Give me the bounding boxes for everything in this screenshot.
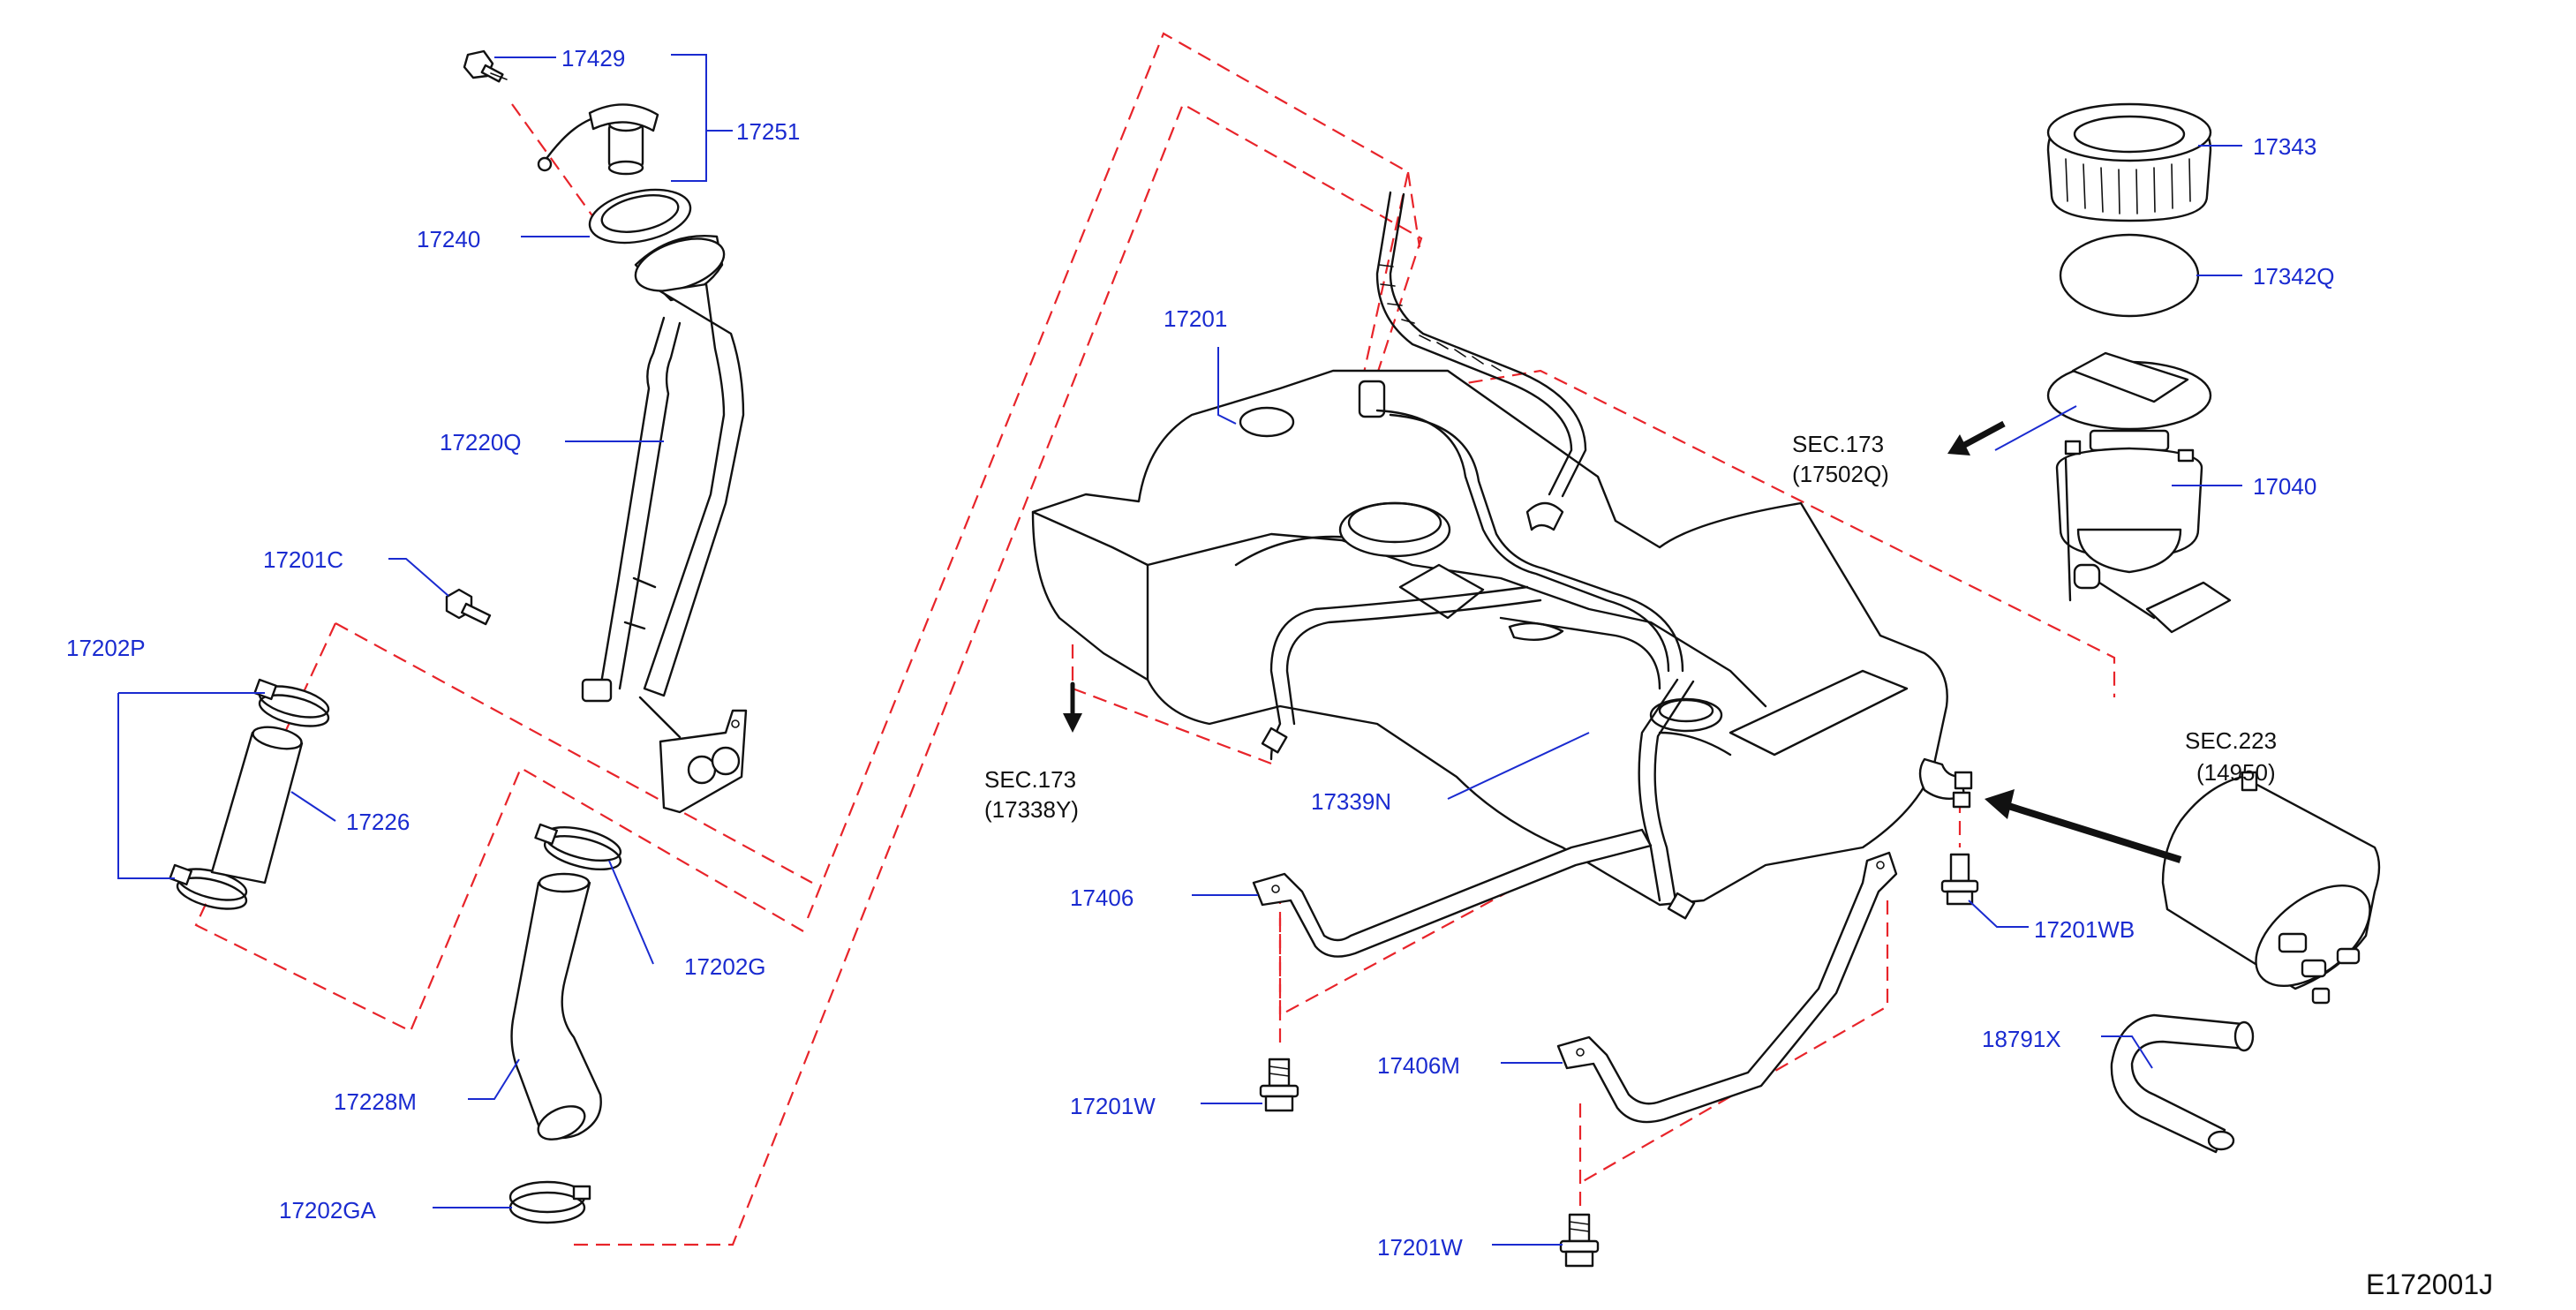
label-17339N: 17339N <box>1311 788 1391 815</box>
label-17343: 17343 <box>2253 133 2316 160</box>
bolt-17201WB-icon <box>1940 853 1979 906</box>
label-17220Q: 17220Q <box>440 429 522 455</box>
canister-icon <box>2161 771 2381 1005</box>
clamp-17202P-upper-icon <box>253 678 330 727</box>
direction-arrows <box>1063 420 2182 863</box>
label-17201W-lower: 17201W <box>1377 1234 1463 1261</box>
tank-mount-loop-icon <box>1918 757 1973 809</box>
diagram-id: E172001J <box>2366 1269 2493 1300</box>
label-17202P: 17202P <box>66 635 146 661</box>
clamp-17202GA-icon <box>508 1180 591 1224</box>
label-17228M: 17228M <box>334 1088 417 1115</box>
fuel-pump-17040-icon <box>2046 351 2232 634</box>
label-17406M: 17406M <box>1377 1052 1460 1079</box>
label-17201WB: 17201WB <box>2034 916 2135 943</box>
strap-17406M-icon <box>1556 851 1898 1124</box>
filler-cap-17251-icon <box>537 103 659 176</box>
hose-17228M-icon <box>510 872 602 1141</box>
label-17201W-upper: 17201W <box>1070 1093 1156 1119</box>
vent-tube-icon <box>1358 191 1587 498</box>
label-17226: 17226 <box>346 809 410 835</box>
clamp-17202G-icon <box>534 823 622 871</box>
pump-assembly <box>2046 102 2381 1154</box>
label-17342Q: 17342Q <box>2253 263 2335 290</box>
sec-ref-17338Y-section: SEC.173 <box>984 766 1076 793</box>
lock-ring-17343-icon <box>2046 102 2212 222</box>
label-17251: 17251 <box>736 118 800 145</box>
arrow-pump-ref-icon <box>1947 420 2006 455</box>
sec-ref-14950-code: (14950) <box>2196 759 2276 786</box>
bolt-17429-icon <box>463 49 508 83</box>
tube-17339N-icon <box>1261 409 1696 920</box>
label-17202G: 17202G <box>684 953 766 980</box>
filler-assembly <box>169 49 748 1224</box>
label-17202GA: 17202GA <box>279 1197 377 1223</box>
arrow-canister-ref-icon <box>1985 789 2182 863</box>
gasket-17240-icon <box>588 188 692 245</box>
label-18791X: 18791X <box>1982 1026 2061 1052</box>
bolt-17201W-upper-icon <box>1259 1058 1299 1112</box>
leader-lines <box>117 54 2242 1246</box>
section-references: SEC.173 (17502Q) SEC.173 (17338Y) SEC.22… <box>984 431 2277 823</box>
label-17201: 17201 <box>1164 305 1227 332</box>
sec-ref-17502Q-section: SEC.173 <box>1792 431 1884 457</box>
hose-18791X-icon <box>2110 1013 2255 1154</box>
sec-ref-17338Y-code: (17338Y) <box>984 796 1079 823</box>
sec-ref-17502Q-code: (17502Q) <box>1792 461 1889 487</box>
bolt-17201W-lower-icon <box>1559 1213 1600 1268</box>
label-17201C: 17201C <box>263 546 343 573</box>
sec-ref-14950-section: SEC.223 <box>2185 727 2277 754</box>
o-ring-17342Q-icon <box>2059 233 2200 318</box>
fuel-tank-assembly <box>1031 191 1979 1268</box>
arrow-down-icon <box>1063 681 1082 733</box>
label-17240: 17240 <box>417 226 480 252</box>
label-17429: 17429 <box>561 45 625 72</box>
label-17406: 17406 <box>1070 885 1134 911</box>
fuel-tank-17201-icon <box>1031 369 1948 907</box>
hose-17226-icon <box>210 726 304 885</box>
filler-tube-17220Q-icon <box>581 235 748 814</box>
bolt-17201C-icon <box>445 588 492 626</box>
strap-17406-icon <box>1252 828 1653 958</box>
label-17040: 17040 <box>2253 473 2316 500</box>
part-labels: 17429 17251 17240 17220Q 17201C 17202P 1… <box>66 45 2335 1261</box>
